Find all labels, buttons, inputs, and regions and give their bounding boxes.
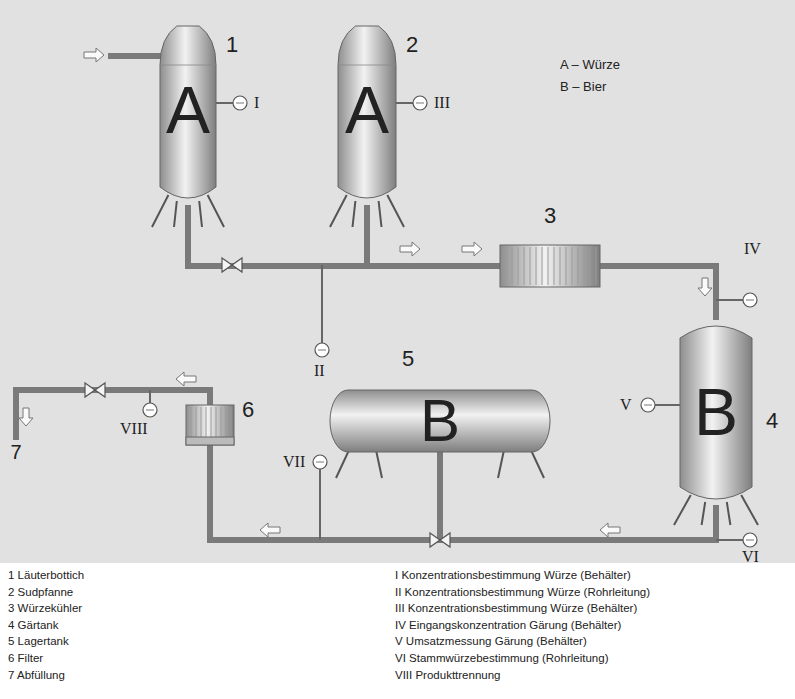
content-letter: B: [420, 391, 460, 451]
content-letter: A: [166, 77, 210, 143]
legend-line: 4 Gärtank: [8, 619, 59, 632]
sensor-symbol: [143, 96, 757, 547]
callout-number: 1: [226, 34, 238, 56]
pipe: [188, 205, 500, 266]
measuring-point: I: [254, 94, 259, 112]
pipe: [440, 452, 716, 540]
pipe: [210, 445, 440, 540]
sensor-mark: [146, 103, 754, 540]
storage-tank: 5B: [330, 390, 550, 452]
callout-number: 6: [242, 399, 254, 421]
measuring-point: VIII: [120, 420, 148, 438]
legend-text: A – Würze: [560, 58, 620, 73]
legend-line: III Konzentrationsbestimmung Würze (Behä…: [395, 602, 637, 615]
legend-text: B – Bier: [560, 80, 606, 95]
legend-line: 1 Läuterbottich: [8, 569, 84, 582]
legend-line: VIII Produkttrennung: [395, 669, 500, 682]
legend-line: IV Eingangskonzentration Gärung (Behälte…: [395, 619, 621, 632]
flow-arrow: [19, 48, 712, 537]
measuring-point: VI: [742, 548, 759, 566]
vessel-outline: [186, 405, 234, 445]
fermentation-tank: B4: [680, 320, 752, 505]
measuring-point: II: [314, 362, 325, 380]
filling-outlet: 7: [4, 440, 28, 470]
pipe: [600, 266, 716, 320]
content-letter: A: [345, 77, 389, 143]
legend-line: 2 Sudpfanne: [8, 586, 73, 599]
legend-line: VI Stammwürzebestimmung (Rohrleitung): [395, 652, 608, 665]
legend-line: I Konzentrationsbestimmung Würze (Behält…: [395, 569, 631, 582]
callout-number: 3: [544, 205, 556, 227]
callout-number: 2: [406, 34, 418, 56]
brew-kettle: A2: [338, 20, 396, 205]
lauter-tun: A1: [160, 20, 216, 205]
legend-line: II Konzentrationsbestimmung Würze (Rohrl…: [395, 586, 650, 599]
wort-cooler: 3: [500, 245, 600, 287]
pipe: [16, 390, 210, 440]
content-letter: B: [694, 379, 738, 445]
filter: 6: [186, 405, 234, 445]
inlet-pipe: [108, 53, 161, 59]
legend-line: 5 Lagertank: [8, 635, 69, 648]
callout-number: 7: [10, 442, 21, 462]
measuring-point: V: [620, 396, 632, 414]
pipe: [367, 205, 500, 266]
legend-line: 7 Abfüllung: [8, 669, 65, 682]
sensor-line: [150, 103, 743, 540]
callout-number: 5: [402, 348, 414, 370]
legend-line: 6 Filter: [8, 652, 43, 665]
measuring-point: III: [434, 94, 450, 112]
callout-number: 4: [766, 410, 778, 432]
legend-line: 3 Würzekühler: [8, 602, 82, 615]
measuring-point: VII: [283, 453, 305, 471]
vessel-outline: [500, 245, 600, 287]
legend-line: V Umsatzmessung Gärung (Behälter): [395, 635, 587, 648]
measuring-point: IV: [744, 240, 761, 258]
